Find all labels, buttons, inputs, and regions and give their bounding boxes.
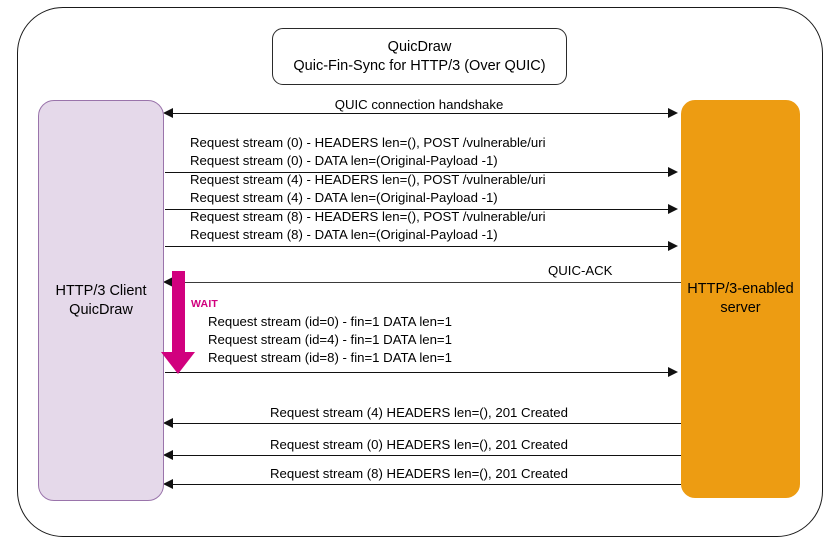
- diagram-outer-frame: [17, 7, 823, 537]
- message-line-fin-group: [165, 372, 668, 373]
- message-label-response-8: Request stream (8) HEADERS len=(), 201 C…: [270, 466, 568, 481]
- diagram-title-line-2: Quic-Fin-Sync for HTTP/3 (Over QUIC): [293, 57, 546, 74]
- message-label-stream8-data: Request stream (8) - DATA len=(Original-…: [190, 227, 498, 242]
- arrowhead-left-response-4: [163, 418, 173, 428]
- arrowhead-left-quic-ack: [163, 277, 173, 287]
- arrowhead-right-fin-group: [668, 367, 678, 377]
- arrowhead-left-response-0: [163, 450, 173, 460]
- actor-box-client: HTTP/3 Client QuicDraw: [38, 100, 164, 501]
- diagram-title-line-1: QuicDraw: [387, 38, 452, 55]
- wait-arrow-shaft: [172, 271, 185, 356]
- message-label-response-0: Request stream (0) HEADERS len=(), 201 C…: [270, 437, 568, 452]
- message-line-response-4: [170, 423, 681, 424]
- message-label-stream0-headers: Request stream (0) - HEADERS len=(), POS…: [190, 135, 546, 150]
- actor-box-server: HTTP/3-enabled server: [681, 100, 800, 498]
- actor-client-label-1: HTTP/3 Client: [55, 282, 147, 299]
- message-label-fin-8: Request stream (id=8) - fin=1 DATA len=1: [208, 350, 452, 365]
- message-label-response-4: Request stream (4) HEADERS len=(), 201 C…: [270, 405, 568, 420]
- message-line-stream8: [165, 246, 668, 247]
- arrowhead-right-stream8: [668, 241, 678, 251]
- message-line-response-0: [170, 455, 681, 456]
- message-line-response-8: [170, 484, 681, 485]
- message-label-fin-4: Request stream (id=4) - fin=1 DATA len=1: [208, 332, 452, 347]
- arrowhead-left-response-8: [163, 479, 173, 489]
- actor-server-label-2: server: [720, 300, 761, 316]
- diagram-title-box: QuicDraw Quic-Fin-Sync for HTTP/3 (Over …: [272, 28, 567, 85]
- actor-client-label-2: QuicDraw: [69, 301, 133, 318]
- message-label-quic-ack: QUIC-ACK: [548, 263, 613, 278]
- actor-server-label-1: HTTP/3-enabled: [687, 281, 794, 297]
- message-line-stream0: [165, 172, 668, 173]
- message-label-stream0-data: Request stream (0) - DATA len=(Original-…: [190, 153, 498, 168]
- message-line-handshake: [170, 113, 668, 114]
- message-label-fin-0: Request stream (id=0) - fin=1 DATA len=1: [208, 314, 452, 329]
- message-label-handshake: QUIC connection handshake: [334, 97, 504, 112]
- wait-label: WAIT: [191, 298, 219, 310]
- wait-arrow-head-icon: [161, 352, 195, 374]
- arrowhead-left-handshake: [163, 108, 173, 118]
- message-label-stream4-headers: Request stream (4) - HEADERS len=(), POS…: [190, 172, 546, 187]
- message-label-stream8-headers: Request stream (8) - HEADERS len=(), POS…: [190, 209, 546, 224]
- message-line-quic-ack: [170, 282, 681, 283]
- arrowhead-right-stream0: [668, 167, 678, 177]
- arrowhead-right-stream4: [668, 204, 678, 214]
- message-line-stream4: [165, 209, 668, 210]
- arrowhead-right-handshake: [668, 108, 678, 118]
- message-label-stream4-data: Request stream (4) - DATA len=(Original-…: [190, 190, 498, 205]
